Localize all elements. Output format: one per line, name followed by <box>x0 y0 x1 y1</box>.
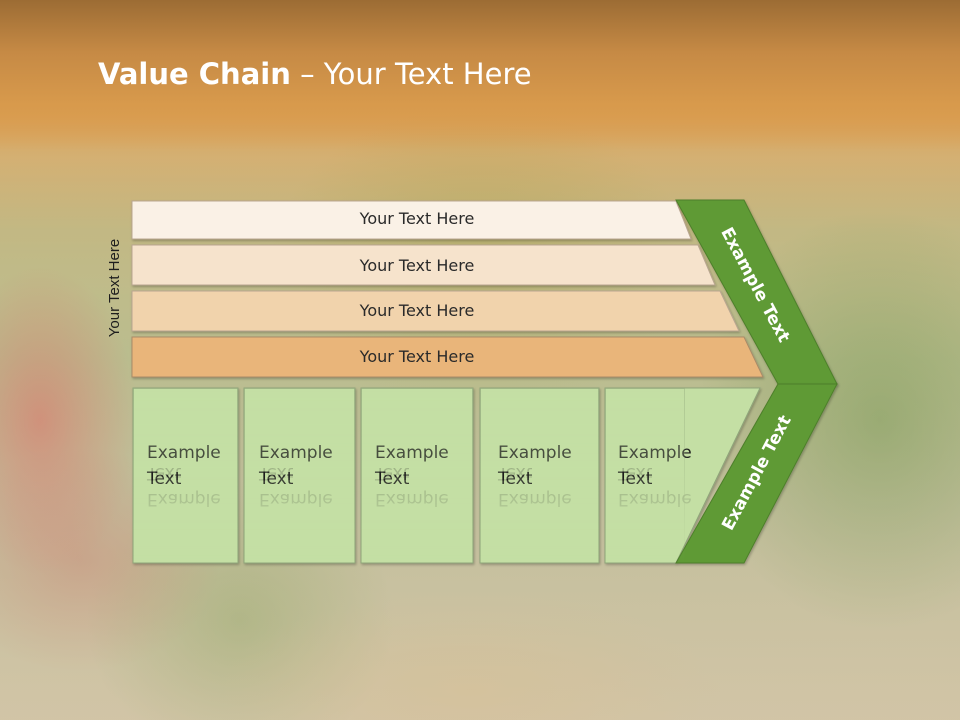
slide-title[interactable]: Value Chain – Your Text Here <box>98 52 532 96</box>
support-bar-label-3: Your Text Here <box>359 301 475 320</box>
activity-box-label-3: Example Text <box>375 440 465 492</box>
activity-box-label-5-line2: Text <box>618 469 653 489</box>
slide-title-bold: Value Chain <box>98 57 291 91</box>
slide-title-rest: – Your Text Here <box>290 57 532 91</box>
activity-box-1[interactable] <box>132 387 239 564</box>
activity-box-label-1-line1: Example <box>147 443 221 463</box>
activity-box-2[interactable] <box>243 387 356 564</box>
support-bar-1[interactable] <box>131 200 692 240</box>
activity-box-label-4-line1: Example <box>498 443 572 463</box>
activity-box-label-1-line2: Text <box>147 469 182 489</box>
support-bar-3[interactable] <box>131 290 740 332</box>
margin-arrow-bottom[interactable] <box>675 383 838 564</box>
activity-box-label-3-line2: Text <box>375 469 410 489</box>
activity-box-4[interactable] <box>479 387 600 564</box>
activity-box-label-5-line1: Example <box>618 443 692 463</box>
activity-box-label-3-line1: Example <box>375 443 449 463</box>
activity-box-label-2: Example Text <box>259 440 349 492</box>
activity-box-label-4-line2: Text <box>498 469 533 489</box>
support-bar-2[interactable] <box>131 244 716 286</box>
activity-box-label-2-line2: Text <box>259 469 294 489</box>
activity-box-label-1: Example Text <box>147 440 237 492</box>
support-bar-label-4: Your Text Here <box>359 347 475 366</box>
activity-box-label-4: Example Text <box>498 440 588 492</box>
support-bar-label-2: Your Text Here <box>359 256 475 275</box>
activity-box-label-2-line1: Example <box>259 443 333 463</box>
support-bar-4[interactable] <box>131 336 764 378</box>
support-bar-label-1: Your Text Here <box>359 209 475 228</box>
activity-box-label-5: Example Text <box>618 440 708 492</box>
header-band <box>0 0 960 150</box>
activity-box-3[interactable] <box>360 387 474 564</box>
